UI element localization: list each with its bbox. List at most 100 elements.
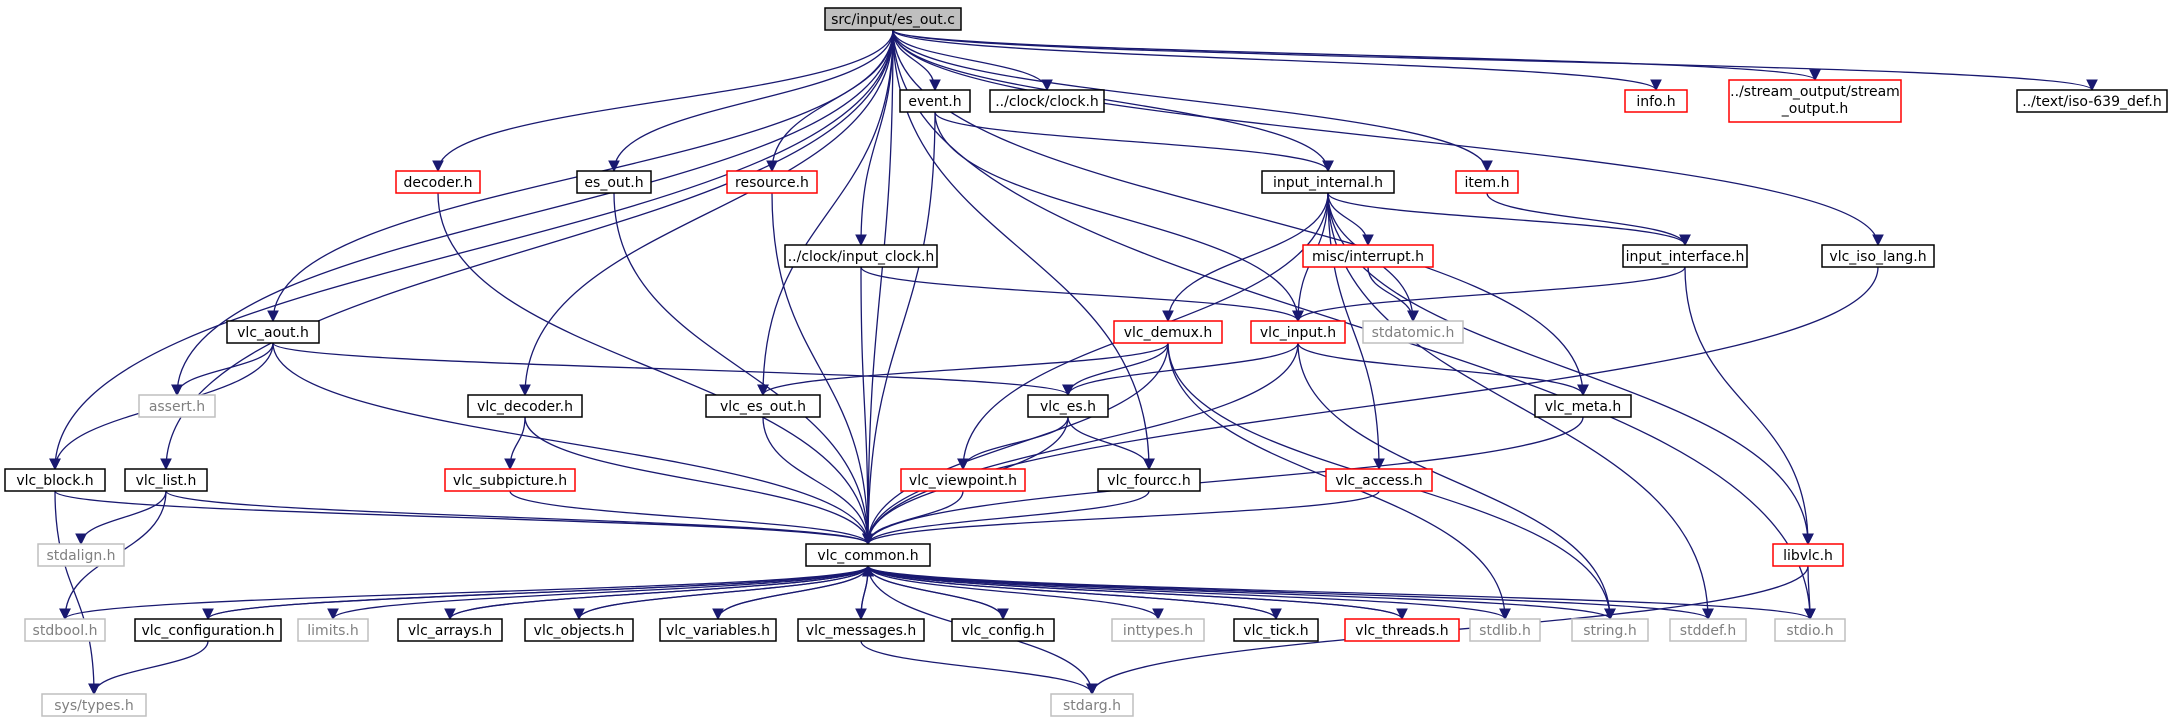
node-stddef-label: stddef.h: [1680, 623, 1736, 639]
node-vlc_demux[interactable]: vlc_demux.h: [1113, 320, 1223, 344]
edge-input_internal-to-stddef: [1327, 192, 1714, 621]
node-vlc_access[interactable]: vlc_access.h: [1325, 468, 1433, 492]
node-decoder[interactable]: decoder.h: [395, 170, 481, 194]
node-clock-label: ../clock/clock.h: [995, 94, 1099, 110]
node-vlc_arrays-box: [397, 618, 503, 642]
node-vlc_tick-label: vlc_tick.h: [1243, 623, 1308, 639]
node-assert-box: [138, 394, 216, 418]
node-iso639[interactable]: ../text/iso-639_def.h: [2016, 89, 2168, 113]
edge-vlc_common-to-limits: [327, 565, 869, 621]
node-stddef-box: [1669, 618, 1747, 642]
node-systypes: sys/types.h: [41, 693, 147, 717]
node-vlc_subpicture-label: vlc_subpicture.h: [453, 473, 567, 489]
node-clock[interactable]: ../clock/clock.h: [989, 89, 1105, 113]
node-misc_interrupt[interactable]: misc/interrupt.h: [1302, 244, 1434, 268]
node-vlc_iso_lang[interactable]: vlc_iso_lang.h: [1821, 244, 1935, 268]
node-stdalign-label: stdalign.h: [46, 548, 115, 564]
node-vlc_demux-box: [1113, 320, 1223, 344]
node-stdlib: stdlib.h: [1469, 618, 1541, 642]
node-misc_interrupt-box: [1302, 244, 1434, 268]
node-vlc_aout-box: [226, 320, 320, 344]
node-systypes-box: [41, 693, 147, 717]
node-info[interactable]: info.h: [1624, 89, 1688, 113]
node-vlc_block[interactable]: vlc_block.h: [4, 468, 106, 492]
edge-root-to-vlc_meta: [892, 29, 1589, 397]
edge-vlc_es-to-vlc_fourcc: [1067, 416, 1155, 471]
edge-vlc_es_out-to-vlc_common: [762, 416, 874, 546]
node-vlc_fourcc[interactable]: vlc_fourcc.h: [1097, 468, 1201, 492]
node-vlc_input-label: vlc_input.h: [1260, 325, 1336, 341]
node-inttypes-box: [1111, 618, 1205, 642]
node-vlc_subpicture[interactable]: vlc_subpicture.h: [444, 468, 576, 492]
node-vlc_configuration[interactable]: vlc_configuration.h: [134, 618, 282, 642]
node-item-box: [1455, 170, 1519, 194]
node-root[interactable]: src/input/es_out.c: [824, 7, 962, 31]
node-event[interactable]: event.h: [899, 89, 971, 113]
node-input_internal[interactable]: input_internal.h: [1261, 170, 1395, 194]
edge-vlc_es-to-vlc_viewpoint: [957, 416, 1069, 471]
edge-libvlc-to-stdio: [1804, 565, 1816, 621]
node-string-box: [1571, 618, 1649, 642]
node-vlc_es[interactable]: vlc_es.h: [1027, 394, 1109, 418]
node-vlc_decoder[interactable]: vlc_decoder.h: [467, 394, 583, 418]
node-vlc_input[interactable]: vlc_input.h: [1250, 320, 1346, 344]
node-vlc_list[interactable]: vlc_list.h: [124, 468, 208, 492]
edge-vlc_tick-to-vlc_common: [862, 564, 1277, 620]
node-iso639-box: [2016, 89, 2168, 113]
node-es_out[interactable]: es_out.h: [576, 170, 652, 194]
node-vlc_config[interactable]: vlc_config.h: [951, 618, 1055, 642]
node-vlc_objects-box: [524, 618, 634, 642]
edge-vlc_list-to-vlc_common: [165, 490, 874, 546]
node-event-box: [899, 89, 971, 113]
node-vlc_viewpoint-label: vlc_viewpoint.h: [909, 473, 1017, 489]
node-vlc_messages[interactable]: vlc_messages.h: [797, 618, 925, 642]
node-stdalign: stdalign.h: [37, 543, 125, 567]
node-libvlc-label: libvlc.h: [1783, 548, 1833, 564]
node-vlc_objects[interactable]: vlc_objects.h: [524, 618, 634, 642]
node-stdatomic: stdatomic.h: [1362, 320, 1464, 344]
node-vlc_es_out[interactable]: vlc_es_out.h: [705, 394, 821, 418]
edge-root-to-event: [892, 29, 941, 92]
node-stdlib-box: [1469, 618, 1541, 642]
node-vlc_common[interactable]: vlc_common.h: [805, 543, 931, 567]
node-misc_interrupt-label: misc/interrupt.h: [1312, 249, 1424, 265]
node-root-box: [824, 7, 962, 31]
node-resource[interactable]: resource.h: [726, 170, 818, 194]
node-input_interface-box: [1622, 244, 1748, 268]
node-assert-label: assert.h: [149, 399, 205, 415]
node-vlc_list-box: [124, 468, 208, 492]
edge-vlc_configuration-to-vlc_common: [207, 564, 874, 620]
node-vlc_meta[interactable]: vlc_meta.h: [1534, 394, 1632, 418]
node-vlc_common-label: vlc_common.h: [817, 548, 918, 564]
edge-root-to-iso639: [892, 29, 2098, 92]
node-stdarg-label: stdarg.h: [1063, 698, 1121, 714]
node-event-label: event.h: [908, 94, 961, 110]
node-systypes-label: sys/types.h: [54, 698, 133, 714]
node-vlc_es_out-label: vlc_es_out.h: [720, 399, 806, 415]
node-vlc_viewpoint[interactable]: vlc_viewpoint.h: [900, 468, 1026, 492]
node-vlc_aout[interactable]: vlc_aout.h: [226, 320, 320, 344]
node-vlc_meta-label: vlc_meta.h: [1545, 399, 1622, 415]
node-libvlc[interactable]: libvlc.h: [1772, 543, 1844, 567]
node-input_clock[interactable]: ../clock/input_clock.h: [784, 244, 938, 268]
node-layer: src/input/es_out.c event.h ../clock/clock.…: [4, 7, 2168, 717]
node-vlc_variables[interactable]: vlc_variables.h: [659, 618, 777, 642]
node-iso639-label: ../text/iso-639_def.h: [2022, 94, 2161, 110]
edge-vlc_configuration-to-systypes: [88, 640, 209, 696]
node-vlc_variables-label: vlc_variables.h: [666, 623, 770, 639]
node-stream_output[interactable]: ../stream_output/stream_output.h: [1728, 79, 1902, 123]
node-item[interactable]: item.h: [1455, 170, 1519, 194]
node-vlc_tick[interactable]: vlc_tick.h: [1233, 618, 1319, 642]
node-vlc_threads[interactable]: vlc_threads.h: [1344, 618, 1460, 642]
edge-vlc_subpicture-to-vlc_common: [509, 490, 874, 546]
node-vlc_arrays-label: vlc_arrays.h: [408, 623, 492, 639]
node-input_interface[interactable]: input_interface.h: [1622, 244, 1748, 268]
edge-root-to-vlc_iso_lang: [892, 29, 1884, 247]
edge-vlc_access-to-vlc_common: [862, 490, 1380, 546]
edge-vlc_common-to-stdio: [867, 565, 1816, 621]
edge-input_clock-to-vlc_common: [860, 266, 874, 546]
edge-input_internal-to-misc_interrupt: [1327, 192, 1374, 247]
edge-input_interface-to-vlc_input: [1292, 266, 1686, 323]
node-vlc_arrays[interactable]: vlc_arrays.h: [397, 618, 503, 642]
node-info-label: info.h: [1636, 94, 1675, 110]
